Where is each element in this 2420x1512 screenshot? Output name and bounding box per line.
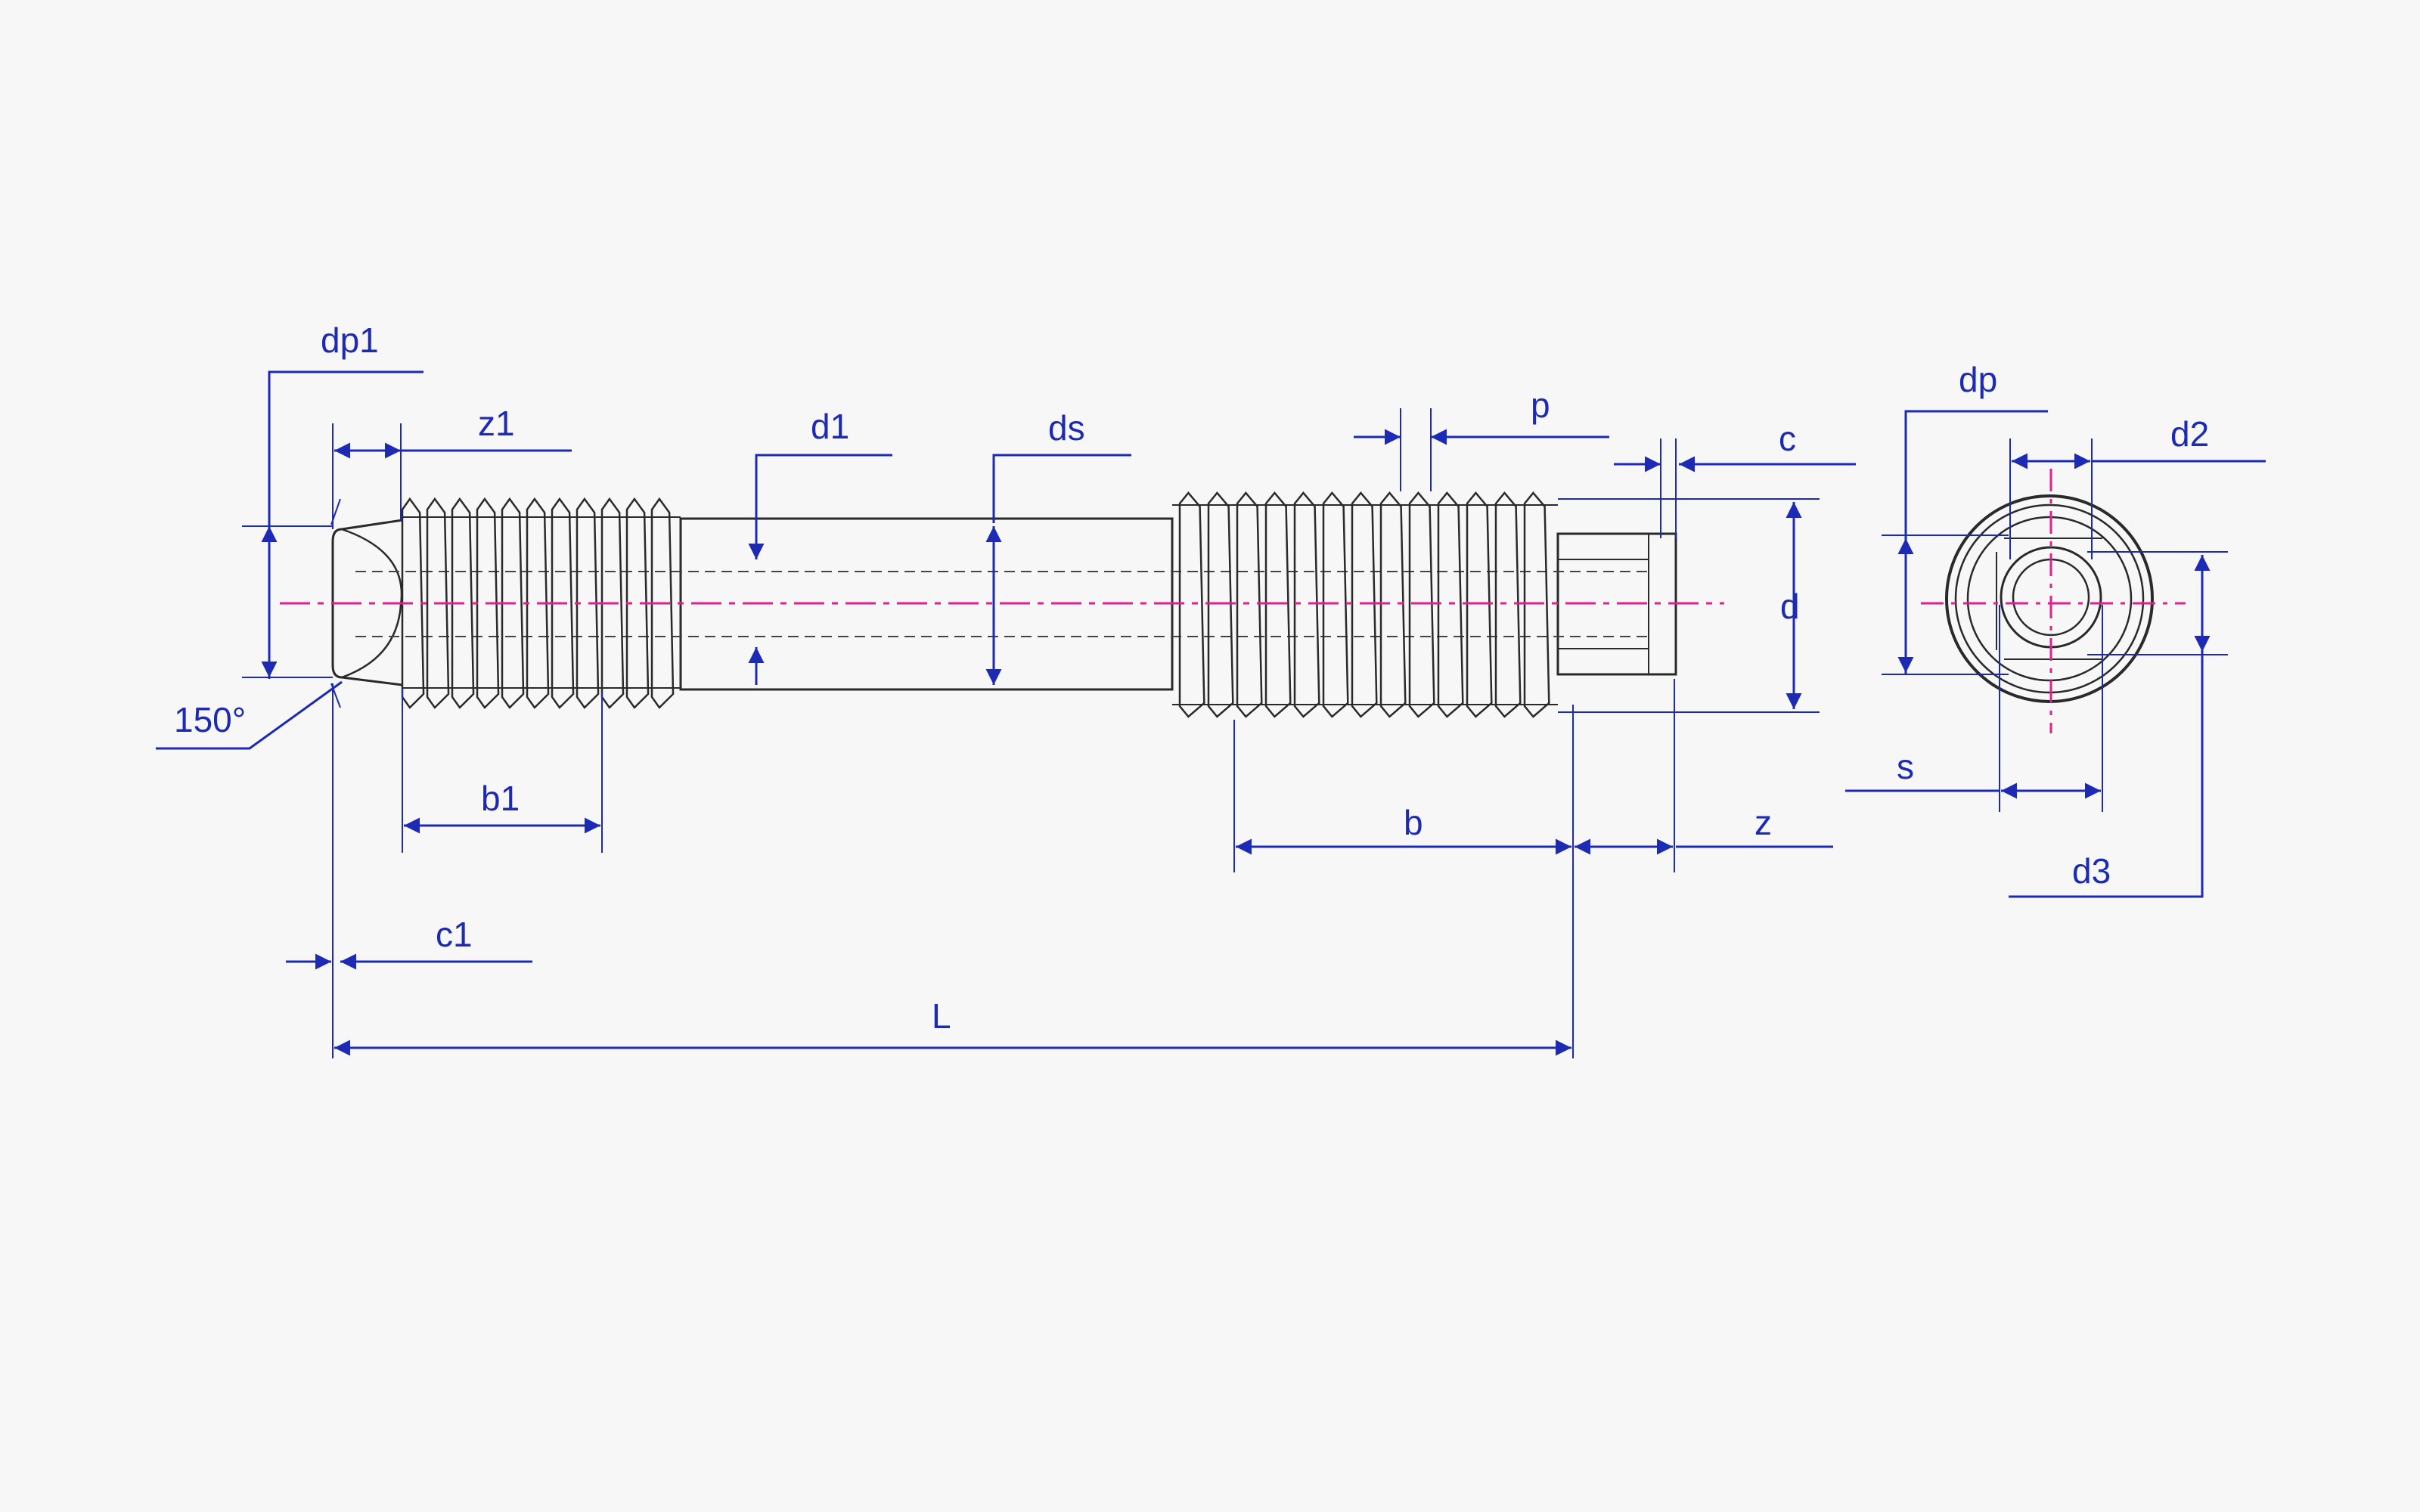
right-thread-crests bbox=[1178, 491, 1550, 718]
thread-crest bbox=[1351, 491, 1378, 718]
label-dp1: dp1 bbox=[321, 321, 379, 360]
label-c1: c1 bbox=[436, 915, 473, 954]
thread-crest bbox=[551, 497, 575, 709]
left-end-dome bbox=[341, 528, 403, 679]
thread-crest bbox=[1236, 491, 1263, 718]
label-d1: d1 bbox=[811, 407, 849, 446]
thread-crest bbox=[1466, 491, 1493, 718]
label-ds: ds bbox=[1048, 408, 1085, 448]
end-view bbox=[1945, 494, 2154, 703]
thread-crest bbox=[1437, 491, 1464, 718]
thread-crest bbox=[625, 497, 650, 709]
label-angle-150: 150° bbox=[174, 700, 246, 739]
label-d2: d2 bbox=[2170, 414, 2209, 454]
thread-crest bbox=[426, 497, 450, 709]
label-dp: dp bbox=[1959, 360, 1997, 399]
thread-crest bbox=[526, 497, 550, 709]
label-s: s bbox=[1897, 747, 1914, 786]
stud-side-view bbox=[331, 504, 1677, 705]
thread-crest bbox=[451, 497, 475, 709]
label-z1: z1 bbox=[478, 404, 515, 443]
thread-crest bbox=[476, 497, 500, 709]
thread-crest bbox=[1379, 491, 1407, 718]
thread-crest bbox=[650, 497, 675, 709]
label-b: b bbox=[1404, 803, 1423, 842]
thread-crest bbox=[501, 497, 525, 709]
label-d: d bbox=[1780, 587, 1800, 626]
thread-crest bbox=[1178, 491, 1205, 718]
label-c: c bbox=[1779, 419, 1796, 458]
label-p: p bbox=[1531, 386, 1550, 425]
thread-crest bbox=[1494, 491, 1522, 718]
label-b1: b1 bbox=[481, 779, 520, 818]
thread-crest bbox=[1207, 491, 1234, 718]
thread-crest bbox=[1408, 491, 1435, 718]
label-d3: d3 bbox=[2072, 851, 2111, 891]
thread-crest bbox=[1264, 491, 1292, 718]
thread-crest bbox=[1293, 491, 1320, 718]
label-z: z bbox=[1754, 803, 1772, 842]
label-L: L bbox=[932, 996, 951, 1036]
thread-crest bbox=[1322, 491, 1349, 718]
dimension-lines bbox=[156, 370, 2266, 1058]
thread-crest bbox=[1523, 491, 1550, 718]
thread-crest bbox=[576, 497, 600, 709]
